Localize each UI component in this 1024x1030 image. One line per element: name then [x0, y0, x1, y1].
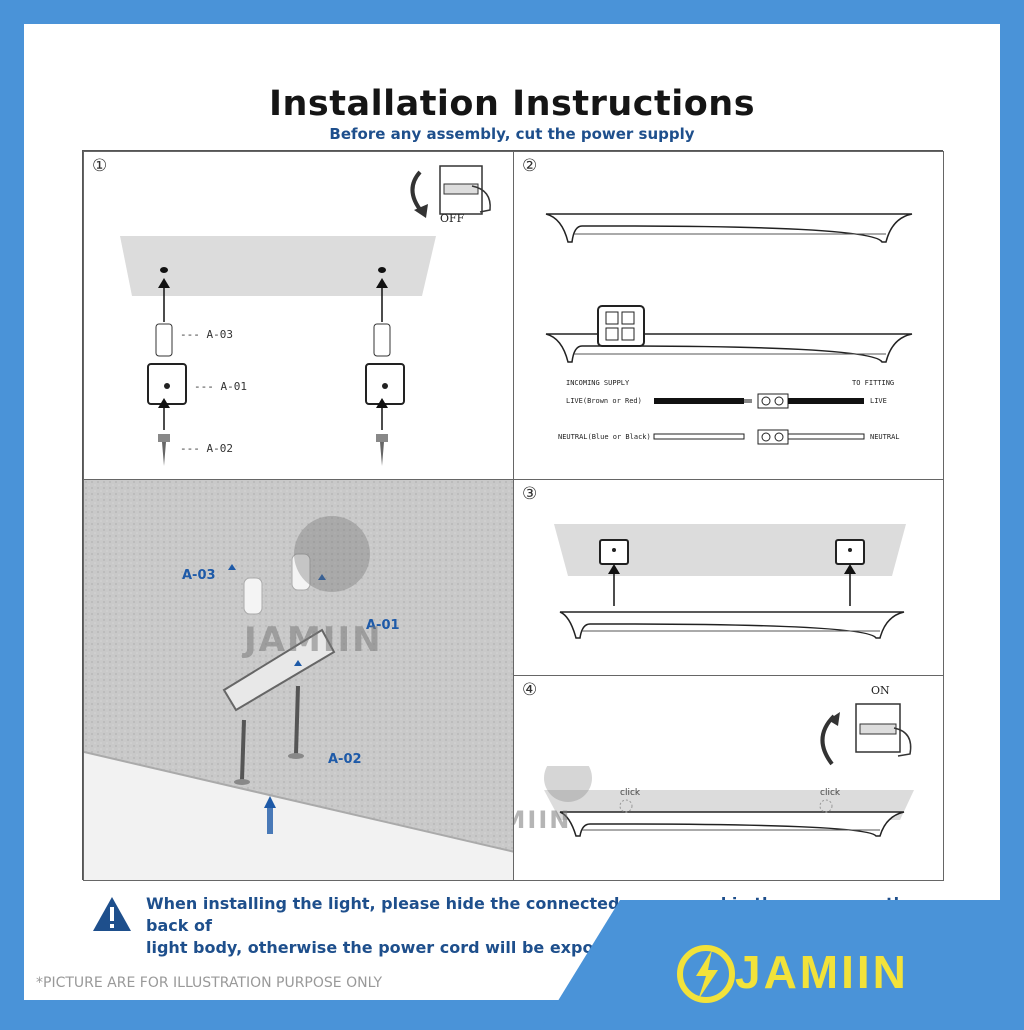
off-label: OFF [440, 212, 464, 225]
incoming-supply-label: INCOMING SUPPLY [566, 379, 629, 387]
light-fixture-diagram [514, 202, 944, 402]
step-number: ④ [522, 680, 537, 700]
ceiling-photo [84, 480, 514, 881]
photo-watermark: JAMIIN [244, 620, 383, 660]
panel-step-2: ② INCOMING SUPPLY TO FITTING LIVE(Brown … [513, 151, 944, 480]
page-title: Installation Instructions [0, 84, 1024, 124]
part-label-a02: --- A-02 [180, 442, 233, 455]
panel-step-4: ④ ON click click JAMIIN [513, 675, 944, 881]
step-number: ② [522, 156, 537, 176]
click-label-right: click [820, 788, 840, 798]
on-label: ON [871, 684, 890, 697]
part-label-a03: --- A-03 [180, 328, 233, 341]
page-subtitle: Before any assembly, cut the power suppl… [0, 125, 1024, 143]
instruction-grid: ① OFF [82, 150, 943, 880]
mount-light-diagram [514, 500, 944, 670]
panel-step-3: ③ [513, 479, 944, 676]
warning-icon [90, 894, 134, 934]
ceiling-mount-diagram [84, 230, 514, 480]
jamiin-logo-icon [676, 944, 736, 1004]
brand-name: JAMIIN [735, 945, 909, 999]
wiring-diagram [514, 390, 944, 450]
photo-label-a02: A-02 [328, 752, 362, 767]
finished-light-diagram [514, 766, 944, 876]
panel-step-1: ① OFF [83, 151, 514, 480]
step-number: ① [92, 156, 107, 176]
to-fitting-label: TO FITTING [852, 379, 894, 387]
illustration-footnote: *PICTURE ARE FOR ILLUSTRATION PURPOSE ON… [36, 975, 382, 991]
click-label-left: click [620, 788, 640, 798]
part-label-a01: --- A-01 [194, 380, 247, 393]
photo-label-a03: A-03 [182, 568, 216, 583]
panel-watermark: JAMIIN [513, 806, 571, 834]
panel-photo-installation: A-03 A-01 A-02 JAMIIN [83, 479, 514, 881]
